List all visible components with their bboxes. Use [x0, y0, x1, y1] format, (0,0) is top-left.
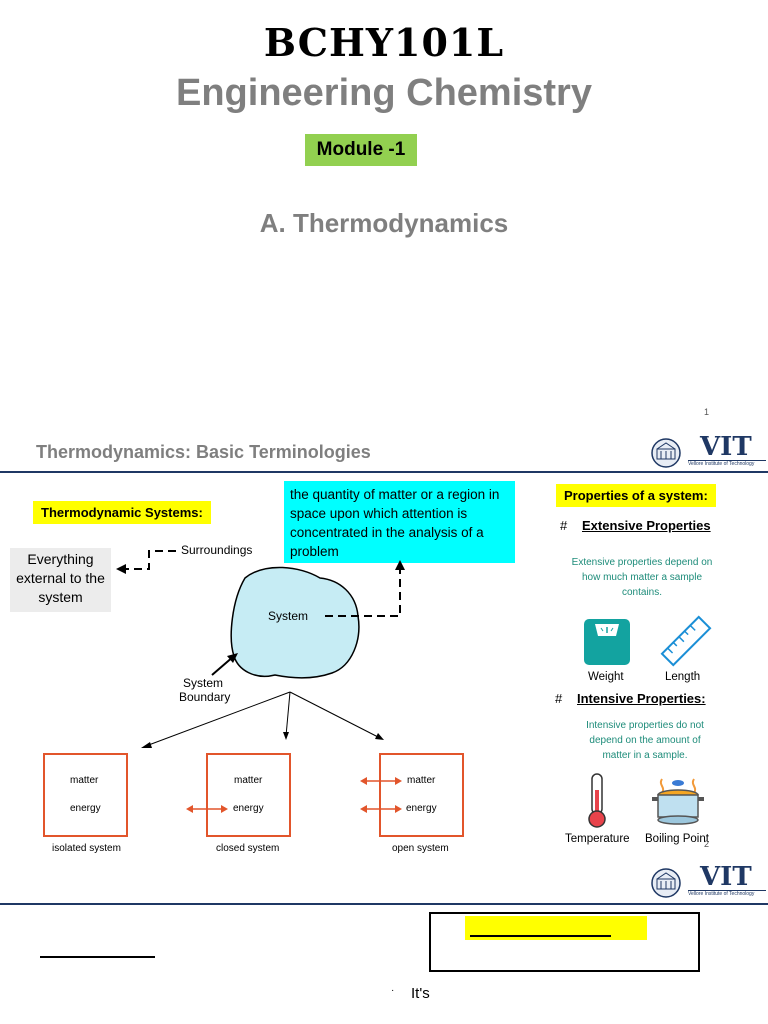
bullet: · [391, 985, 395, 996]
isolated-matter-label: matter [70, 775, 99, 786]
weight-scale-icon [584, 619, 630, 665]
closed-matter-label: matter [234, 775, 263, 786]
extensive-hash: # [560, 518, 568, 533]
temperature-label: Temperature [565, 833, 630, 845]
section-title: A. Thermodynamics [259, 208, 509, 238]
vit-logo-text: VIT [700, 432, 752, 462]
underline-rule [40, 956, 155, 958]
thermometer-icon [588, 773, 606, 828]
thermodynamic-systems-label: Thermodynamic Systems: [33, 501, 211, 524]
vit-logo-subtext-slide3: Vellore Institute of Technology [688, 891, 755, 897]
open-energy-label: energy [406, 803, 437, 814]
surroundings-definition-box: Everything external to the system [10, 548, 111, 612]
closed-energy-label: energy [233, 803, 264, 814]
module-badge: Module -1 [305, 134, 417, 166]
system-definition-box: the quantity of matter or a region in sp… [284, 481, 515, 563]
isolated-energy-label: energy [70, 803, 101, 814]
extensive-heading: Extensive Properties [582, 518, 711, 533]
vit-emblem-icon [651, 868, 681, 898]
intensive-description: Intensive properties do not depend on th… [586, 720, 704, 761]
system-boundary-label-1: System [183, 676, 224, 690]
vit-emblem-icon [651, 438, 681, 468]
course-title: Engineering Chemistry [176, 72, 592, 114]
vit-logo-slide3: VIT Vellore Institute of Technology [648, 862, 766, 900]
slide-2-title-rule [0, 471, 768, 473]
properties-label: Properties of a system: [556, 484, 716, 507]
isolated-system-label: isolated system [52, 843, 121, 854]
closed-system-label: closed system [216, 843, 280, 854]
slide-3-title-rule [0, 903, 768, 905]
ruler-icon [660, 615, 712, 667]
boiling-pot-icon [652, 778, 704, 825]
open-system-label: open system [392, 843, 449, 854]
intensive-hash: # [555, 691, 563, 706]
surroundings-label: Surroundings [181, 543, 253, 557]
weight-label: Weight [588, 671, 624, 683]
vit-logo: VIT Vellore Institute of Technology [648, 432, 766, 470]
slide-1-page-number: 1 [704, 407, 710, 417]
open-matter-label: matter [407, 775, 436, 786]
system-label: System [268, 609, 309, 623]
slide-2-title: Thermodynamics: Basic Terminologies [36, 442, 371, 462]
length-label: Length [665, 671, 701, 683]
yellow-highlight [465, 916, 647, 940]
highlight-underline [470, 935, 611, 937]
system-boundary-label-2: Boundary [179, 690, 231, 704]
boiling-point-label: Boiling Point [645, 833, 709, 845]
outlined-box [429, 912, 700, 972]
extensive-description: Extensive properties depend on how much … [571, 557, 713, 598]
slide-3-text: It's [411, 985, 430, 1002]
vit-logo-subtext: Vellore Institute of Technology [688, 461, 755, 467]
course-code: BCHY101L [263, 20, 505, 65]
system-diagram [43, 550, 464, 837]
slide-2-page-number: 2 [704, 839, 710, 849]
intensive-heading: Intensive Properties: [577, 691, 706, 706]
vit-logo-text-slide3: VIT [700, 862, 752, 892]
